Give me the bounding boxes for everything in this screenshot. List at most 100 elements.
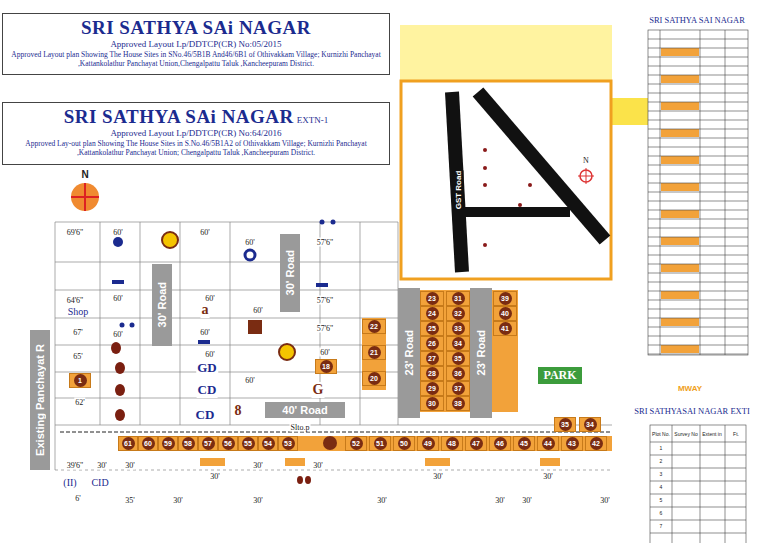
plan-symbols [297, 476, 303, 484]
plot-table [650, 442, 746, 443]
plot-number: 29 [426, 382, 439, 395]
table-cell: Plot No. [651, 431, 671, 437]
plot-number: 48 [446, 437, 459, 450]
extension-tag: EXTN-1 [297, 115, 329, 125]
plot-table [661, 183, 699, 191]
dimension: 60' [199, 228, 210, 237]
dimension: 57'6" [316, 296, 335, 305]
plan-symbols [112, 280, 124, 284]
plot-number: 41 [499, 322, 512, 335]
location-map [528, 183, 532, 187]
plot-cell: 47 [465, 436, 487, 451]
plot-table [672, 425, 725, 543]
plot-number: 33 [452, 322, 465, 335]
map-road-name: GST Road [453, 171, 464, 210]
plot-table [648, 30, 748, 355]
plot-grid [55, 470, 612, 471]
plot-fill [60, 290, 612, 466]
layout-title: SRI SATHYA SAi NAGAR [81, 17, 311, 39]
plot-number: 20 [368, 372, 381, 385]
plot-cell: 20 [362, 371, 386, 386]
plot-table [648, 345, 748, 346]
plot-number: 56 [222, 437, 235, 450]
plan-mark: a [201, 302, 210, 318]
plot-table [661, 345, 699, 353]
table-cell: 2 [659, 458, 664, 464]
plot-table [648, 210, 748, 211]
location-band [400, 25, 612, 80]
dimension: 30' [521, 496, 532, 505]
dimension: 60' [252, 306, 263, 315]
dimension: 57'6" [316, 324, 335, 333]
dimension: 30' [432, 472, 443, 481]
dimension: 64'6" [66, 296, 85, 305]
dimension: 30' [124, 461, 135, 470]
plot-number: 50 [398, 437, 411, 450]
dimension: 30' [599, 496, 610, 505]
plot-number: 52 [350, 437, 363, 450]
plot-number: 54 [262, 437, 275, 450]
plot-table [648, 354, 748, 355]
plot-number: 40 [499, 307, 512, 320]
plot-table [648, 183, 748, 184]
plot-cell: 35 [446, 351, 470, 366]
plan-symbols [162, 232, 178, 248]
plot-table [648, 129, 748, 130]
plot-number: 44 [542, 437, 555, 450]
plot-table [648, 291, 748, 292]
plot-number: 36 [452, 367, 465, 380]
plot-table [648, 336, 748, 337]
plot-table [648, 237, 748, 238]
dimension: 60' [112, 228, 123, 237]
map-note: MWAY [677, 384, 703, 393]
plot-grid [55, 222, 398, 470]
plot-table [650, 507, 746, 508]
location-map [478, 92, 605, 240]
plot-number: 51 [374, 437, 387, 450]
dimension: 30' [209, 472, 220, 481]
layout-description: Approved Lay-out plan Showing The House … [9, 139, 383, 157]
road-name: 23' Road [403, 330, 415, 375]
plot-number: 60 [142, 437, 155, 450]
plot-grid [55, 222, 612, 470]
dimension: 62' [74, 398, 85, 407]
plot-table [661, 129, 699, 137]
plot-number: 34 [452, 337, 465, 350]
plan-symbols [320, 220, 325, 225]
plot-table [648, 120, 748, 121]
plot-number: 42 [590, 437, 603, 450]
plot-number: 30 [426, 397, 439, 410]
plot-number: 22 [368, 320, 381, 333]
plot-table [648, 138, 748, 139]
plot-cell: 48 [441, 436, 463, 451]
north-mark: N [80, 169, 89, 180]
road-name: Existing Panchayat R [34, 344, 46, 456]
road-band: 23' Road [398, 288, 420, 418]
road-name: 30' Road [156, 282, 168, 327]
plot-table [650, 425, 746, 543]
plot-number: 38 [452, 397, 465, 410]
plot-fill [420, 290, 470, 412]
plot-grid [55, 222, 612, 425]
dimension: Slto.p [290, 423, 311, 432]
location-map [462, 207, 570, 217]
plot-number: 32 [452, 307, 465, 320]
plot-table [648, 228, 748, 229]
plan-symbols [316, 283, 328, 287]
location-band [612, 98, 648, 125]
road-band: 30' Road [152, 264, 172, 346]
plot-fill [540, 458, 560, 466]
table-cell: 1 [659, 445, 664, 451]
plot-number: 58 [182, 437, 195, 450]
plot-table [650, 494, 746, 495]
table-cell: 7 [659, 523, 664, 529]
plot-number: 49 [422, 437, 435, 450]
plan-label: (II) [62, 477, 77, 488]
plot-number: 53 [282, 437, 295, 450]
dimension: 60' [319, 348, 330, 357]
plot-table [648, 192, 748, 193]
plot-cell: 36 [446, 366, 470, 381]
plot-table [648, 309, 748, 310]
plot-table [648, 102, 748, 103]
